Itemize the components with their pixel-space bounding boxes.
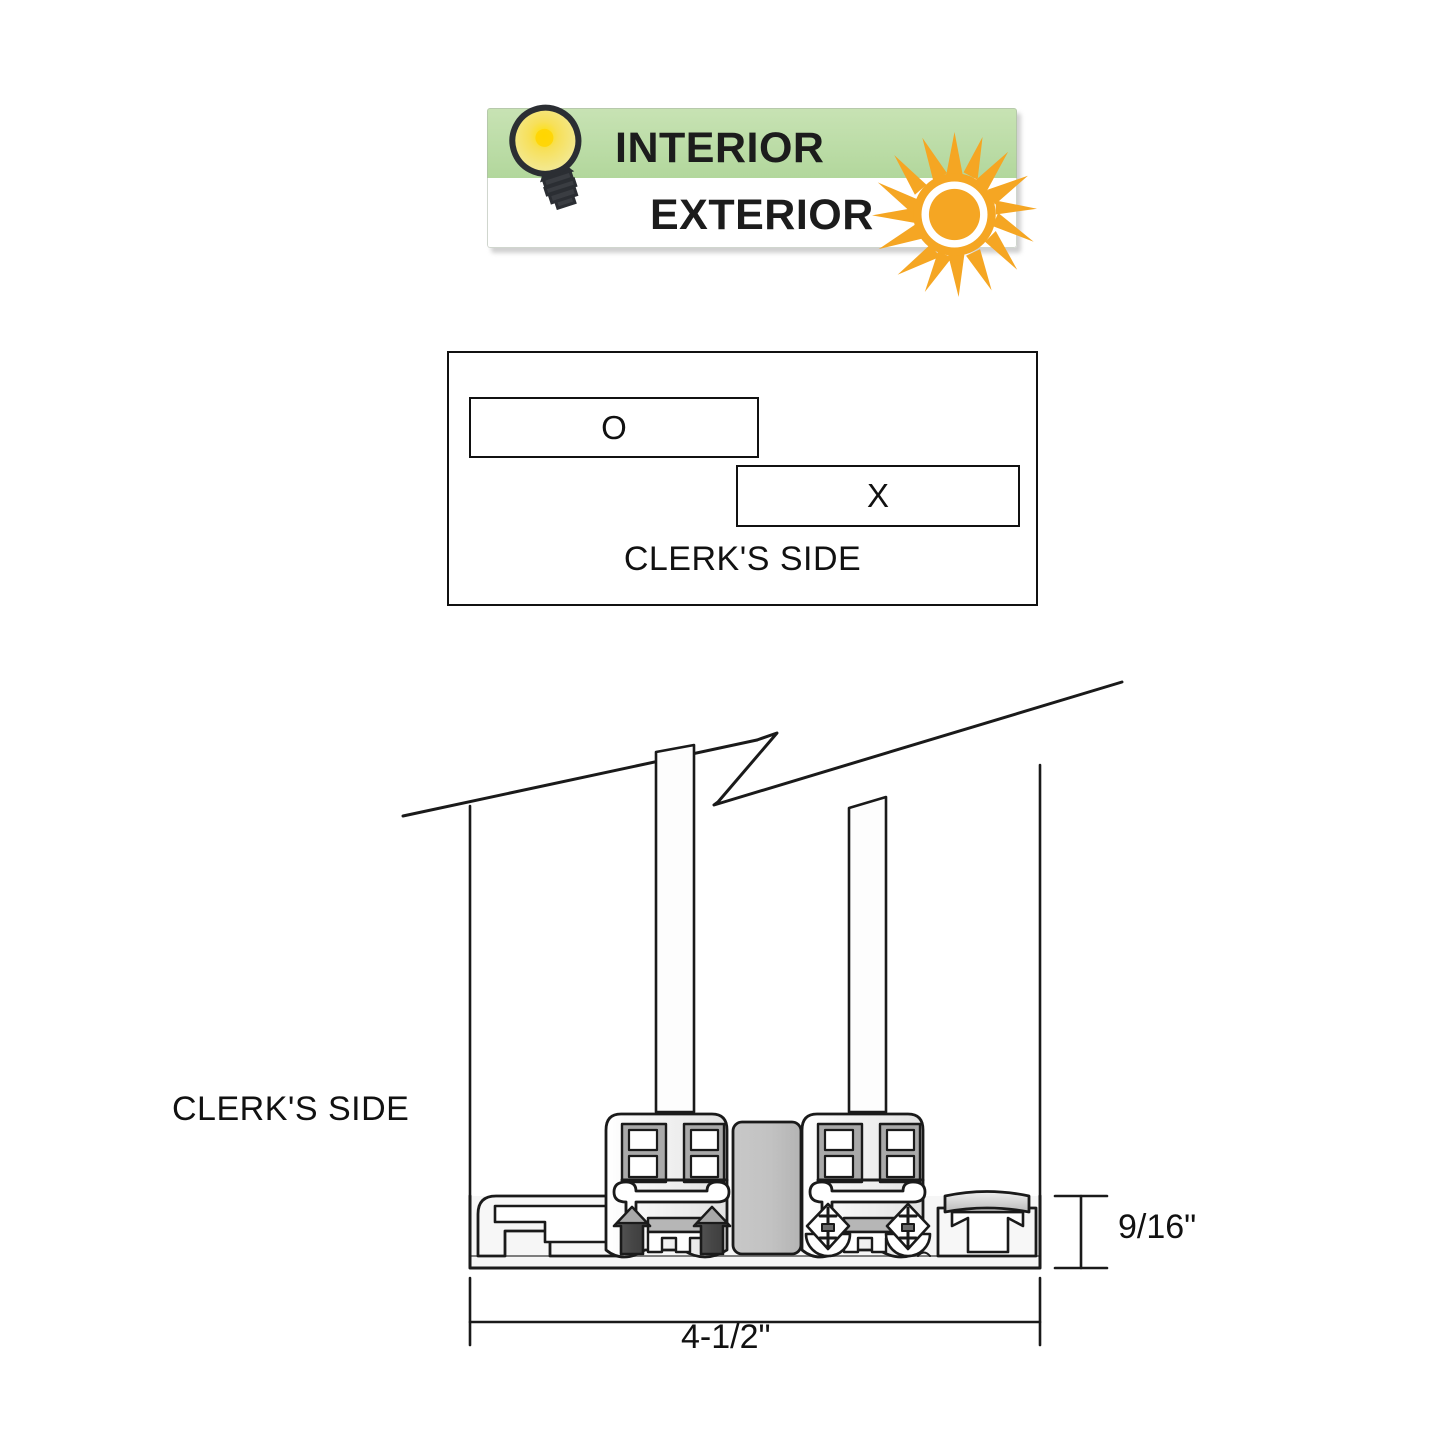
sill-right-chamber (936, 1190, 1038, 1258)
dimension-height-label: 9/16" (1118, 1208, 1197, 1246)
dimension-height (1053, 1194, 1109, 1270)
roller-wheels-right (804, 1202, 932, 1258)
dimension-width-label: 4-1/2" (681, 1318, 771, 1356)
break-line (401, 680, 1124, 818)
lightbulb-icon (509, 104, 582, 210)
sun-icon (872, 132, 1037, 297)
glass-panel-right (847, 795, 888, 1114)
sill-left-chamber (476, 1194, 631, 1258)
plan-panel-x: X (736, 465, 1020, 527)
plan-panel-o-label: O (601, 408, 627, 446)
plan-view-box: O X CLERK'S SIDE (447, 351, 1038, 606)
plan-panel-x-label: X (866, 477, 889, 514)
glass-panel-left (654, 743, 696, 1114)
interior-exterior-banner: INTERIOR EXTERIOR (487, 104, 1037, 297)
section-clerks-side-label: CLERK'S SIDE (172, 1090, 410, 1128)
banner-exterior-label: EXTERIOR (650, 191, 874, 239)
plan-clerks-side-label: CLERK'S SIDE (623, 540, 862, 578)
weatherstrip-pins-left (612, 1205, 732, 1256)
dimension-width (468, 1276, 1042, 1347)
center-interlock-block (731, 1120, 803, 1256)
plan-panel-o: O (469, 397, 759, 458)
banner-interior-label: INTERIOR (615, 124, 825, 172)
